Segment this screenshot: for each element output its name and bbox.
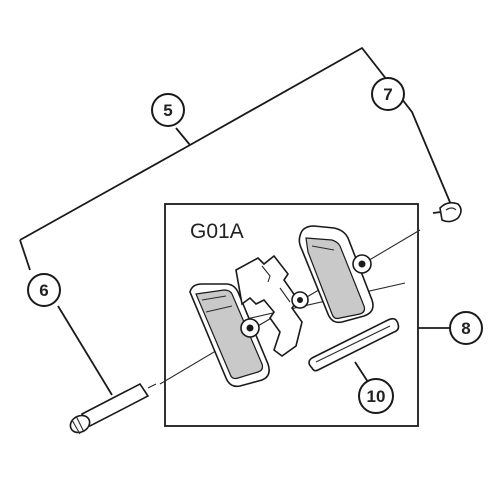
pin-bolt-part <box>69 382 157 435</box>
callout-5: 5 <box>151 93 185 127</box>
callout-5-label: 5 <box>163 101 172 120</box>
callout-7: 7 <box>371 77 405 111</box>
callout-6-label: 6 <box>39 281 48 300</box>
pad-spring-part <box>235 254 309 357</box>
callout-6: 6 <box>27 273 61 307</box>
callout-8-label: 8 <box>461 319 470 338</box>
callout-8: 8 <box>449 311 483 345</box>
pad-set-box <box>164 203 419 427</box>
callout-10-label: 10 <box>367 387 386 406</box>
assembly-bracket-lines <box>19 46 453 396</box>
brake-pad-left <box>189 283 270 388</box>
callout-7-label: 7 <box>383 85 392 104</box>
pad-set-label: G01A <box>190 220 244 243</box>
callout-10: 10 <box>358 378 394 414</box>
rod-part <box>308 317 400 372</box>
brake-pad-right <box>298 225 374 324</box>
snap-ring-part <box>432 201 462 223</box>
callout-10-leader <box>354 361 369 383</box>
